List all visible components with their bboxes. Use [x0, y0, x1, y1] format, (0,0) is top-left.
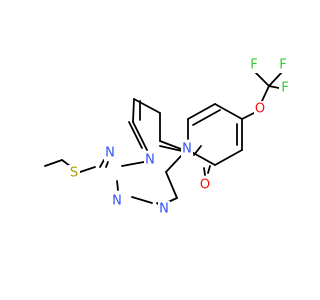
atom-N1: N — [181, 141, 193, 157]
atom-S1: S — [68, 165, 80, 181]
atom-S1-label: S — [70, 166, 78, 181]
bond-13 — [133, 98, 161, 114]
atom-O2: O — [199, 177, 211, 193]
bond-17 — [132, 121, 148, 151]
structure-svg: F F F O N O N N S N N — [44, 57, 291, 217]
atom-N5: N — [158, 201, 170, 217]
bond-5 — [214, 103, 243, 120]
bond-22 — [44, 159, 63, 167]
bond-3 — [261, 85, 270, 102]
atom-O1: O — [254, 101, 266, 117]
bond-16 — [132, 98, 135, 123]
bond-11 — [159, 140, 182, 150]
bond-layer — [44, 70, 284, 209]
atom-O1-label: O — [255, 102, 265, 117]
bond-9 — [214, 149, 243, 166]
atom-F2-label: F — [281, 81, 288, 96]
bond-1 — [268, 70, 284, 87]
atom-F3: F — [277, 57, 289, 73]
double-bond-4 — [128, 121, 143, 149]
bond-20 — [79, 166, 96, 173]
atom-F1-label: F — [250, 58, 257, 73]
atom-N1-label: N — [182, 142, 192, 157]
atom-N3-label: N — [105, 146, 115, 161]
bond-2 — [268, 85, 280, 89]
atom-N2-label: N — [145, 153, 155, 168]
atom-N2: N — [144, 152, 156, 168]
double-bond-3 — [207, 165, 211, 174]
double-bond-2 — [193, 145, 202, 156]
double-bond-7 — [159, 145, 183, 152]
double-bond-0 — [192, 109, 221, 126]
atom-N5-label: N — [159, 202, 169, 217]
atom-F1: F — [248, 57, 260, 73]
bond-15 — [165, 155, 182, 173]
bond-24 — [131, 196, 153, 204]
bond-19 — [99, 159, 105, 168]
bond-18 — [121, 161, 145, 167]
bond-0 — [253, 70, 270, 87]
molecule-diagram: F F F O N O N N S N N — [44, 57, 291, 217]
atom-N4-label: N — [112, 194, 122, 209]
bond-23 — [116, 180, 119, 191]
atom-F3-label: F — [279, 58, 286, 73]
atom-N3: N — [104, 145, 116, 161]
bond-14 — [203, 167, 206, 176]
atom-O2-label: O — [200, 178, 210, 193]
atom-N4: N — [111, 193, 123, 209]
double-bond-5 — [105, 161, 109, 168]
bond-4 — [241, 112, 255, 120]
bond-26 — [165, 171, 178, 199]
bond-6 — [187, 103, 216, 120]
atom-label-layer: F F F O N O N N S N N — [68, 57, 291, 217]
atom-F2: F — [279, 80, 291, 96]
